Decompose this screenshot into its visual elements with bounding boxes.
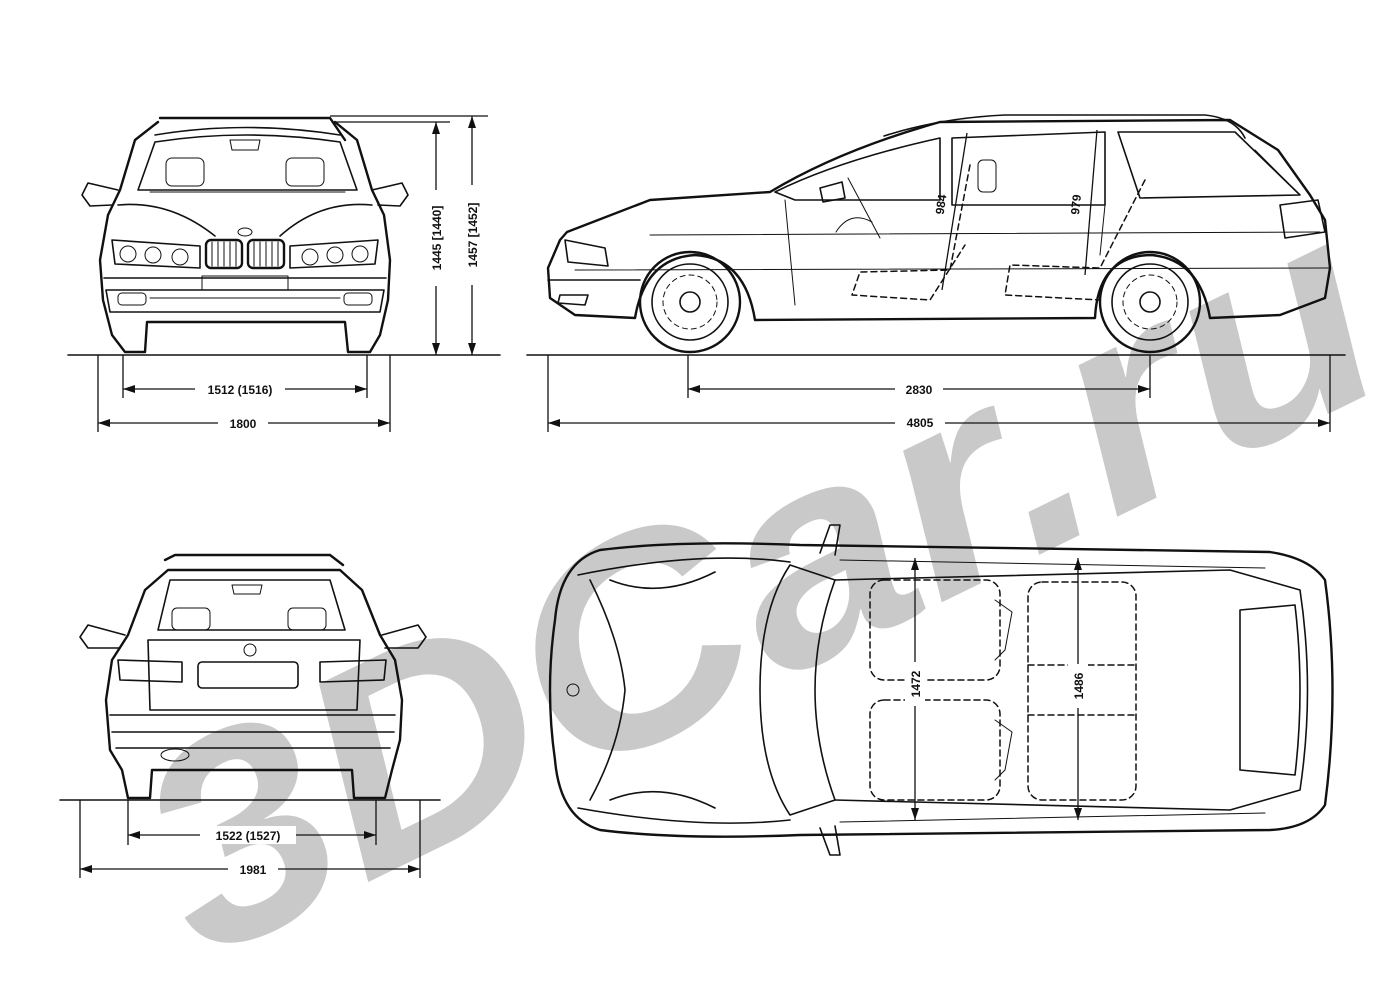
wheelbase-label: 2830	[906, 383, 933, 397]
front-view	[67, 116, 501, 356]
width-with-mirrors-label: 1981	[240, 863, 267, 877]
top-view	[548, 524, 1334, 856]
length-label: 4805	[907, 416, 934, 430]
side-view: 984 979	[526, 114, 1346, 356]
front-width-label: 1800	[230, 417, 257, 431]
side-rear-wheel	[1098, 250, 1202, 354]
watermark-text: 3DCar.ru	[89, 144, 1400, 1000]
height-without-rails-label: 1445 [1440]	[430, 206, 444, 271]
front-shoulder-width-label: 1472	[909, 670, 923, 697]
front-track-label: 1512 (1516)	[208, 383, 273, 397]
front-dimensions: 1512 (1516) 1800 1445 [1440] 1457 [1452]	[97, 115, 488, 432]
top-dimensions: 1472 1486	[905, 558, 1088, 820]
rear-view	[59, 553, 441, 801]
rear-track-label: 1522 (1527)	[216, 829, 281, 843]
rear-dimensions: 1522 (1527) 1981	[79, 800, 421, 878]
rear-headroom-label: 979	[1068, 194, 1084, 216]
height-with-rails-label: 1457 [1452]	[466, 203, 480, 268]
side-front-wheel	[638, 250, 742, 354]
rear-shoulder-width-label: 1486	[1072, 672, 1086, 699]
watermark: 3DCar.ru	[89, 144, 1400, 1000]
front-headroom-label: 984	[933, 193, 950, 215]
side-dimensions: 2830 4805	[547, 355, 1331, 432]
